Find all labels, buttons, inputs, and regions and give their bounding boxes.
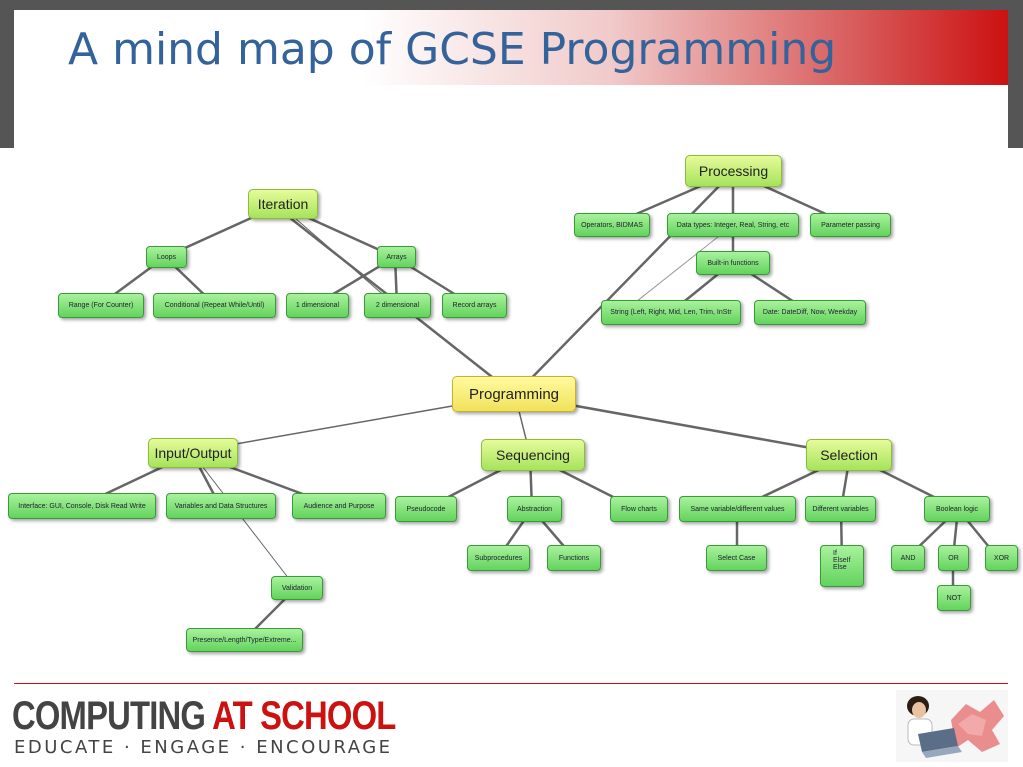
node-arrays[interactable]: Arrays xyxy=(377,246,416,268)
node-data-types[interactable]: Data types: Integer, Real, String, etc xyxy=(667,213,799,237)
footer-tagline: EDUCATE · ENGAGE · ENCOURAGE xyxy=(14,737,393,758)
logo-part-computing: COMPUTING xyxy=(12,694,206,738)
node-different-variables[interactable]: Different variables xyxy=(805,496,876,522)
node-same-variable[interactable]: Same variable/different values xyxy=(679,496,796,522)
node-select-case[interactable]: Select Case xyxy=(706,545,767,571)
computing-at-school-logo: COMPUTING AT SCHOOL xyxy=(12,694,396,739)
node-or[interactable]: OR xyxy=(938,545,969,571)
node-string-functions[interactable]: String (Left, Right, Mid, Len, Trim, InS… xyxy=(601,300,741,325)
node-and[interactable]: AND xyxy=(891,545,925,571)
logo-part-at-school: AT SCHOOL xyxy=(212,694,396,738)
node-processing[interactable]: Processing xyxy=(685,155,782,187)
node-operators[interactable]: Operators, BIDMAS xyxy=(574,213,650,237)
node-selection[interactable]: Selection xyxy=(806,439,892,471)
node-subprocedures[interactable]: Subprocedures xyxy=(467,545,530,571)
node-input-output[interactable]: Input/Output xyxy=(148,438,238,468)
node-built-in-functions[interactable]: Built-in functions xyxy=(696,251,770,275)
node-pseudocode[interactable]: Pseudocode xyxy=(395,496,457,522)
node-not[interactable]: NOT xyxy=(937,585,971,611)
node-functions[interactable]: Functions xyxy=(547,545,601,571)
footer-rule xyxy=(14,683,1008,684)
node-2-dimensional[interactable]: 2 dimensional xyxy=(364,293,431,318)
node-record-arrays[interactable]: Record arrays xyxy=(442,293,507,318)
node-iteration[interactable]: Iteration xyxy=(248,189,318,219)
node-audience[interactable]: Audience and Purpose xyxy=(292,493,386,519)
node-programming[interactable]: Programming xyxy=(452,376,576,412)
node-date-functions[interactable]: Date: DateDiff, Now, Weekday xyxy=(754,300,866,325)
node-abstraction[interactable]: Abstraction xyxy=(507,496,562,522)
title-white-area xyxy=(14,85,1008,148)
node-if-elseif-else[interactable]: If ElseIf Else xyxy=(820,545,864,587)
node-interface[interactable]: Interface: GUI, Console, Disk Read Write xyxy=(8,493,156,519)
node-presence[interactable]: Presence/Length/Type/Extreme... xyxy=(186,628,303,652)
node-flow-charts[interactable]: Flow charts xyxy=(610,496,668,522)
node-parameter-passing[interactable]: Parameter passing xyxy=(810,213,891,237)
slide-frame-right xyxy=(1008,0,1023,148)
node-boolean-logic[interactable]: Boolean logic xyxy=(924,496,990,522)
student-laptop-image xyxy=(896,690,1008,762)
node-variables[interactable]: Variables and Data Structures xyxy=(166,493,276,519)
node-range[interactable]: Range (For Counter) xyxy=(58,293,144,318)
node-conditional[interactable]: Conditional (Repeat While/Until) xyxy=(153,293,276,318)
node-xor[interactable]: XOR xyxy=(985,545,1018,571)
slide-title: A mind map of GCSE Programming xyxy=(68,24,837,75)
node-validation[interactable]: Validation xyxy=(271,576,323,600)
slide-frame-left xyxy=(0,0,14,148)
node-loops[interactable]: Loops xyxy=(146,246,187,268)
title-band xyxy=(14,10,1008,85)
node-sequencing[interactable]: Sequencing xyxy=(481,439,585,471)
slide-frame-top xyxy=(0,0,1023,10)
node-1-dimensional[interactable]: 1 dimensional xyxy=(286,293,349,318)
